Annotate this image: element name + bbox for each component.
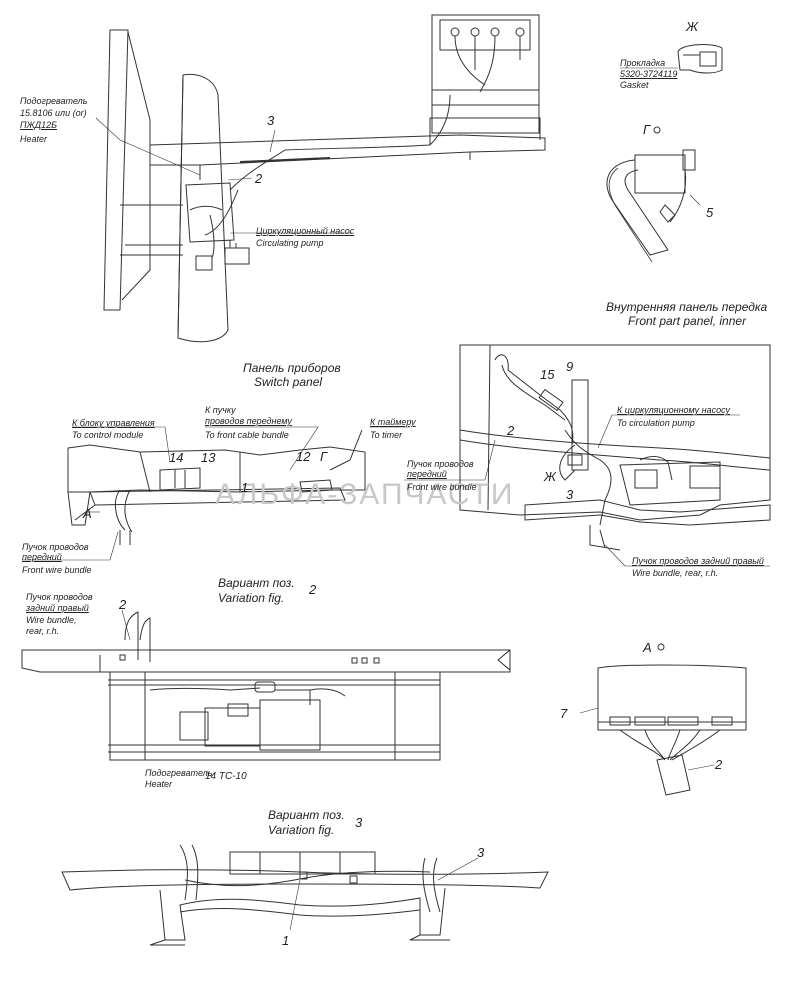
v2-heater-model: 14 ТС-10 [205, 771, 247, 782]
to-pump-label-ru: К циркуляционному насосу [617, 405, 730, 415]
variation2-drawing [21, 611, 511, 761]
callout-12: 12 [296, 449, 311, 464]
variation3-drawing [61, 844, 549, 946]
front-bundle-en: Front wire bundle [22, 565, 92, 575]
inner-panel-title-en: Front part panel, inner [628, 314, 747, 328]
front-bundle-inner-ru-2: передний [407, 469, 447, 479]
heater-label-line1: Подогреватель [20, 96, 88, 106]
callout-2-inner: 2 [507, 423, 515, 438]
detail-g-letter: Г [643, 122, 651, 137]
switch-panel-title-en: Switch panel [254, 375, 323, 389]
pump-label-en: Circulating pump [256, 238, 324, 248]
to-control-module-ru: К блоку управления [72, 418, 155, 428]
callout-14-switch: 14 [169, 450, 184, 465]
mark-g-switch: Г [320, 449, 328, 464]
callout-15: 15 [540, 367, 555, 382]
detail-a-drawing [579, 643, 747, 796]
variation2-title-ru: Вариант поз. [218, 576, 295, 590]
front-bundle-ru-2: передний [22, 552, 62, 562]
watermark: АЛЬФА-ЗАПЧАСТИ [215, 478, 515, 511]
callout-2-detail-a: 2 [715, 757, 723, 772]
to-timer-ru: К таймеру [370, 417, 416, 427]
callout-3-inner: 3 [566, 487, 574, 502]
v2-bundle-ru-2: задний правый [26, 603, 89, 613]
callout-1-switch: 1 [241, 480, 249, 495]
variation3-title-en: Variation fig. [268, 823, 335, 837]
callout-3-v3: 3 [477, 845, 485, 860]
to-cable-bundle-ru-1: К пучку [205, 405, 236, 415]
callout-2-v2: 2 [119, 597, 127, 612]
heater-label-line3: ПЖД12Б [20, 120, 57, 130]
mark-zh-inner: Ж [544, 469, 556, 484]
to-timer-en: To timer [370, 430, 403, 440]
v2-bundle-en-1: Wire bundle, [26, 615, 77, 625]
callout-5: 5 [706, 205, 714, 220]
variation2-title-en: Variation fig. [218, 591, 285, 605]
gasket-part-number: 5320-3724119 [620, 69, 678, 79]
callout-2-top: 2 [255, 171, 263, 186]
cab-side-drawing [103, 14, 546, 343]
callout-1-v3: 1 [282, 933, 290, 948]
heater-label-en: Heater [20, 134, 48, 144]
variation3-fig: 3 [355, 815, 363, 830]
to-control-module-en: To control module [72, 430, 144, 440]
callout-7: 7 [560, 706, 568, 721]
to-pump-label-en: To circulation pump [617, 418, 695, 428]
gasket-label-ru: Прокладка [620, 58, 666, 68]
variation2-fig: 2 [309, 582, 317, 597]
front-bundle-inner-ru-1: Пучок проводов [407, 459, 474, 469]
variation3-title-ru: Вариант поз. [268, 808, 345, 822]
callout-13: 13 [201, 450, 216, 465]
front-bundle-ru-1: Пучок проводов [22, 542, 89, 552]
v2-heater-ru: Подогреватель [145, 768, 213, 778]
heater-label-line2: 15.8106 или (or) [20, 108, 87, 118]
pump-label-ru: Циркуляционный насос [256, 226, 355, 236]
rear-bundle-ru: Пучок проводов задний правый [632, 556, 764, 566]
callout-9: 9 [566, 359, 574, 374]
mark-a-switch: А [83, 506, 92, 521]
detail-a-letter: А [643, 640, 652, 655]
detail-zh-letter: Ж [686, 19, 698, 34]
front-bundle-inner-en: Front wire bundle [407, 482, 477, 492]
v2-bundle-en-2: rear, r.h. [26, 626, 60, 636]
switch-panel-title-ru: Панель приборов [243, 361, 341, 375]
rear-bundle-en: Wire bundle, rear, r.h. [632, 568, 719, 578]
inner-panel-drawing [459, 344, 771, 551]
callout-3-top: 3 [267, 113, 275, 128]
gasket-detail-drawing [620, 44, 723, 74]
gasket-label-en: Gasket [620, 80, 649, 90]
to-cable-bundle-ru-2: проводов переднему [205, 416, 292, 426]
v2-heater-en: Heater [145, 779, 173, 789]
inner-panel-title-ru: Внутренняя панель передка [606, 300, 768, 314]
v2-bundle-ru-1: Пучок проводов [26, 592, 93, 602]
detail-g-drawing [606, 126, 701, 263]
to-cable-bundle-en: To front cable bundle [205, 430, 289, 440]
